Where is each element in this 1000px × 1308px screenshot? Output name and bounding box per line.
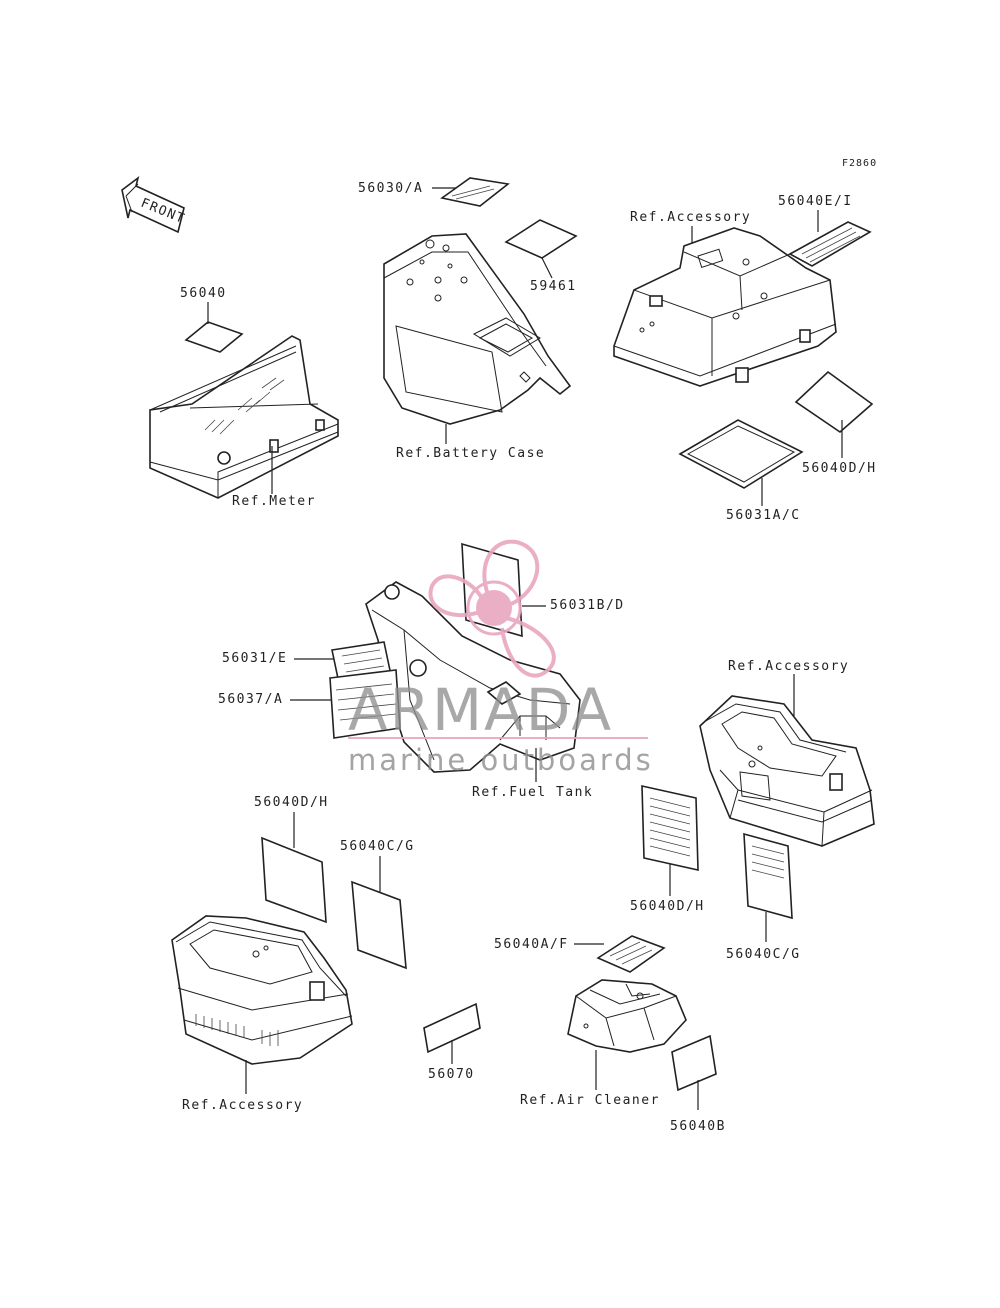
label-56070-sticker	[423, 1002, 481, 1054]
label-ref-battery-case: Ref.Battery Case	[396, 446, 545, 461]
label-56040-sticker	[184, 321, 244, 353]
meter-part	[149, 335, 339, 499]
label-ref-accessory-mid: Ref.Accessory	[728, 659, 849, 674]
label-56031ac: 56031A/C	[726, 508, 801, 523]
fuel-tank-part	[365, 581, 581, 773]
label-56040cg-left: 56040C/G	[340, 839, 415, 854]
label-56040ei-sticker	[788, 221, 872, 267]
label-56040af: 56040A/F	[494, 937, 569, 952]
label-56040b: 56040B	[670, 1119, 726, 1134]
label-ref-meter: Ref.Meter	[232, 494, 316, 509]
label-ref-air-cleaner: Ref.Air Cleaner	[520, 1093, 660, 1108]
label-ref-accessory-top: Ref.Accessory	[630, 210, 751, 225]
label-59461-sticker	[504, 219, 578, 259]
accessory-mid-part	[699, 695, 875, 847]
label-56037a: 56037/A	[218, 692, 283, 707]
accessory-bottom-part	[171, 915, 353, 1065]
label-56040b-sticker	[671, 1034, 717, 1092]
label-56031bd: 56031B/D	[550, 598, 625, 613]
watermark-tagline: marine outboards	[348, 743, 654, 777]
label-56040: 56040	[180, 286, 227, 301]
accessory-top-part	[613, 227, 837, 387]
label-56040dh-left-sticker	[261, 836, 327, 924]
label-56040dh-top: 56040D/H	[802, 461, 877, 476]
label-56040dh-top-sticker	[794, 370, 874, 434]
label-56040dh-right: 56040D/H	[630, 899, 705, 914]
air-cleaner-part	[567, 979, 687, 1053]
label-59461: 59461	[530, 279, 577, 294]
label-56070: 56070	[428, 1067, 475, 1082]
label-56030a: 56030/A	[358, 181, 423, 196]
label-56040cg-left-sticker	[351, 880, 407, 970]
propeller-logo-icon	[428, 539, 556, 678]
label-56037a-sticker	[329, 669, 401, 739]
battery-case-part	[383, 233, 572, 425]
label-ref-fuel-tank: Ref.Fuel Tank	[472, 785, 593, 800]
figure-code: F2860	[842, 158, 877, 169]
label-56040cg-right-sticker	[743, 832, 793, 920]
label-56031ac-sticker	[678, 419, 804, 489]
label-56040dh-right-sticker	[641, 784, 699, 872]
label-56040af-sticker	[596, 935, 666, 973]
label-56030a-sticker	[440, 177, 510, 207]
watermark: ARMADA marine outboards	[348, 539, 654, 777]
label-56040dh-left: 56040D/H	[254, 795, 329, 810]
label-ref-accessory-bottom: Ref.Accessory	[182, 1098, 303, 1113]
watermark-brand: ARMADA	[348, 676, 613, 744]
front-arrow-icon: FRONT	[121, 176, 187, 234]
label-56040ei: 56040E/I	[778, 194, 853, 209]
label-56040cg-right: 56040C/G	[726, 947, 801, 962]
label-56031e: 56031/E	[222, 651, 287, 666]
